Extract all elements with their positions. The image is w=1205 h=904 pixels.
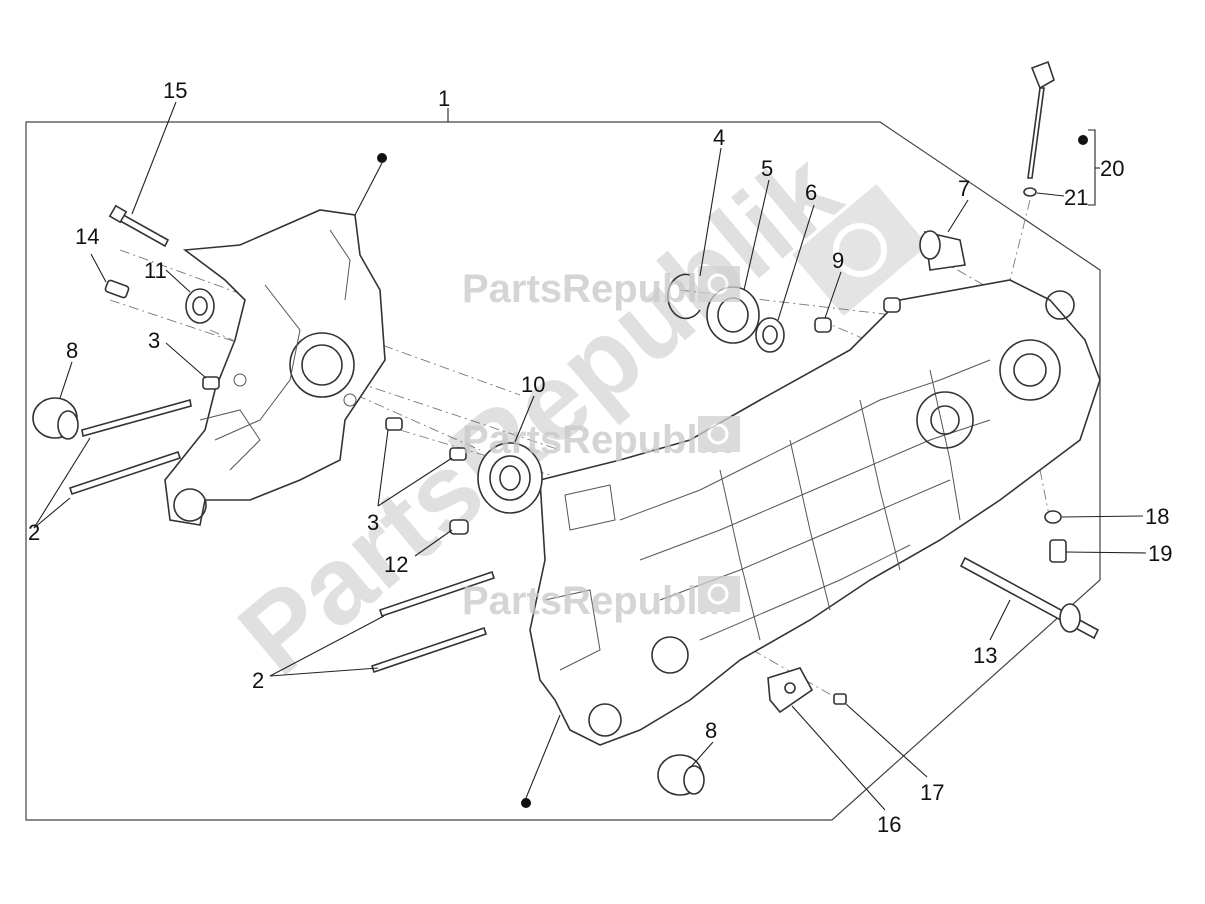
shaft-13 [959, 556, 1100, 640]
callout-7: 7 [958, 176, 970, 201]
watermark-text-1: PartsRepublik [462, 267, 732, 311]
right-crankcase-half [529, 279, 1101, 746]
callout-21: 21 [1064, 185, 1088, 210]
dowel-3-b [385, 417, 403, 431]
callout-3-left: 3 [148, 328, 160, 353]
dowel-3-c [449, 447, 467, 461]
washer-18 [1044, 510, 1062, 524]
silent-block-8-left [32, 397, 79, 440]
reference-dot-left [377, 153, 387, 163]
bush-12 [449, 519, 469, 535]
dowel-9-b [883, 297, 901, 313]
callout-labels: 1 2 2 3 3 4 5 6 7 8 8 9 10 11 12 13 14 1… [28, 78, 1172, 837]
bracket-16 [767, 667, 814, 714]
callout-13: 13 [973, 643, 997, 668]
stud-2-a [81, 398, 192, 438]
callout-4: 4 [713, 125, 725, 150]
callout-10: 10 [521, 372, 545, 397]
callout-16: 16 [877, 812, 901, 837]
watermark-gear-icon-1 [698, 266, 740, 302]
bolt-15 [108, 204, 170, 248]
stud-2-c [378, 570, 496, 618]
o-ring-21 [1023, 187, 1037, 197]
silent-block-7 [919, 230, 966, 271]
watermark-gear-icon-2 [698, 416, 740, 452]
callout-11: 11 [144, 258, 167, 283]
screw-17 [833, 693, 847, 705]
callout-18: 18 [1145, 504, 1169, 529]
callout-9: 9 [832, 248, 844, 273]
reference-dot-bottom [521, 798, 531, 808]
watermark-small: PartsRepublik PartsRepublik PartsRepubli… [462, 266, 740, 623]
dowel-3-a [202, 376, 220, 390]
stud-2-b [68, 450, 182, 496]
callout-14: 14 [75, 224, 99, 249]
plug-19 [1049, 539, 1067, 563]
silent-block-8-bottom [657, 754, 705, 796]
callout-15: 15 [163, 78, 187, 103]
assembly-frame [25, 121, 1101, 821]
callout-2-left: 2 [28, 520, 40, 545]
callout-3-center: 3 [367, 510, 379, 535]
bearing-10 [477, 442, 543, 514]
callout-6: 6 [805, 180, 817, 205]
callout-1: 1 [438, 86, 450, 111]
dipstick-20 [1027, 60, 1055, 179]
callout-17: 17 [920, 780, 944, 805]
callout-12: 12 [384, 552, 408, 577]
small-parts [32, 60, 1100, 808]
callout-8-bottom: 8 [705, 718, 717, 743]
dowel-14 [104, 279, 130, 299]
dowel-9-a [814, 317, 832, 333]
callout-20: 20 [1100, 156, 1124, 181]
watermark-gear-icon-3 [698, 576, 740, 612]
watermark-large-gear-icon [792, 184, 928, 316]
oil-seal-11 [185, 288, 215, 324]
watermark-text-3: PartsRepublik [462, 579, 732, 623]
callout-19: 19 [1148, 541, 1172, 566]
leader-lines [33, 101, 1147, 811]
callout-8-left: 8 [66, 338, 78, 363]
left-crankcase-half [164, 209, 386, 526]
callout-2-center: 2 [252, 668, 264, 693]
callout-5: 5 [761, 156, 773, 181]
watermark-text-2: PartsRepublik [462, 418, 732, 462]
stud-2-d [370, 626, 488, 674]
oil-seal-6 [755, 317, 785, 353]
circlip-4 [667, 273, 701, 320]
